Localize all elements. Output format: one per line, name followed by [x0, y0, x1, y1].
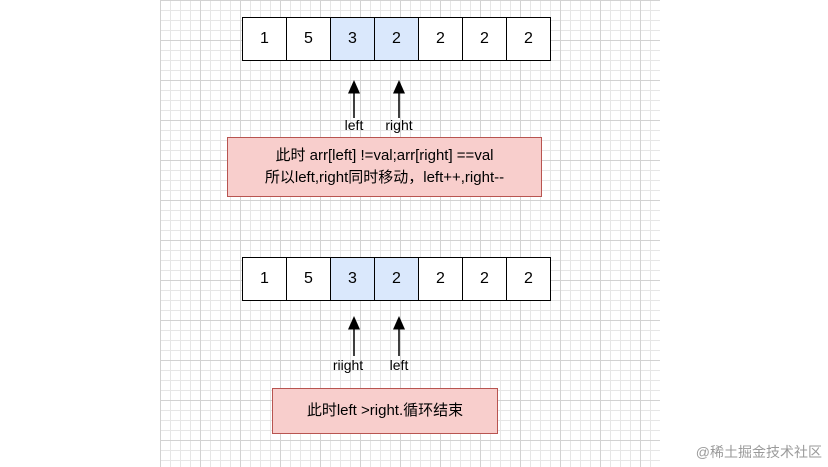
- array-cell-highlighted: 2: [374, 17, 419, 61]
- array-step2: 1 5 3 2 2 2 2: [242, 257, 551, 301]
- array-cell: 1: [242, 257, 287, 301]
- array-cell: 2: [506, 17, 551, 61]
- note-step1: 此时 arr[left] !=val;arr[right] ==val 所以le…: [227, 137, 542, 197]
- array-cell-highlighted: 3: [330, 257, 375, 301]
- array-cell: 5: [286, 257, 331, 301]
- array-cell: 2: [506, 257, 551, 301]
- note-step1-line1: 此时 arr[left] !=val;arr[right] ==val: [275, 147, 494, 164]
- array-cell-highlighted: 3: [330, 17, 375, 61]
- array-cell: 2: [418, 257, 463, 301]
- watermark: @稀土掘金技术社区: [695, 444, 822, 460]
- array-cell: 5: [286, 17, 331, 61]
- grid-background: [160, 0, 660, 467]
- note-step2: 此时left >right.循环结束: [272, 388, 498, 434]
- array-step1: 1 5 3 2 2 2 2: [242, 17, 551, 61]
- note-step1-line2: 所以left,right同时移动，left++,right--: [264, 169, 505, 186]
- array-cell: 1: [242, 17, 287, 61]
- pointer-label-left: left: [389, 357, 409, 373]
- pointer-label-right: right: [385, 117, 413, 133]
- array-cell: 2: [462, 17, 507, 61]
- pointer-label-left: left: [344, 117, 364, 133]
- pointer-label-riight: riight: [332, 357, 364, 373]
- array-cell: 2: [418, 17, 463, 61]
- array-cell-highlighted: 2: [374, 257, 419, 301]
- array-cell: 2: [462, 257, 507, 301]
- note-step2-line1: 此时left >right.循环结束: [306, 402, 464, 419]
